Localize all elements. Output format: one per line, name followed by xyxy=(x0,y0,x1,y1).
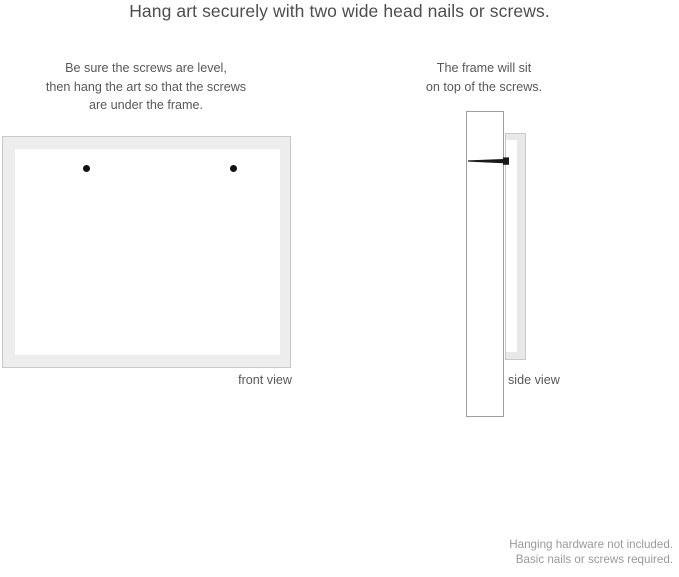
screw-dot-left-icon xyxy=(83,165,90,172)
frame-side-inner-gap xyxy=(506,140,517,352)
picture-frame-mat xyxy=(15,149,280,355)
page-title: Hang art securely with two wide head nai… xyxy=(129,1,550,21)
caption-front-view: Be sure the screws are level, then hang … xyxy=(0,59,292,115)
screw-dot-right-icon xyxy=(230,165,237,172)
caption-side-line-1: The frame will sit xyxy=(436,61,532,75)
caption-side-view: The frame will sit on top of the screws. xyxy=(392,59,576,96)
side-view-label: side view xyxy=(508,373,560,387)
front-view-diagram xyxy=(2,136,291,368)
footer-line-2: Basic nails or screws required. xyxy=(515,553,673,566)
caption-side-line-2: on top of the screws. xyxy=(425,79,543,94)
nail-icon xyxy=(468,157,509,165)
caption-front-line-1: Be sure the screws are level, xyxy=(65,61,227,75)
side-view-diagram xyxy=(460,105,610,425)
footer-line-1: Hanging hardware not included. xyxy=(509,538,673,551)
caption-front-line-3: are under the frame. xyxy=(88,98,204,112)
caption-front-line-2: then hang the art so that the screws xyxy=(45,79,247,94)
front-view-label: front view xyxy=(238,373,292,387)
footer-note: Hanging hardware not included. Basic nai… xyxy=(509,537,673,567)
